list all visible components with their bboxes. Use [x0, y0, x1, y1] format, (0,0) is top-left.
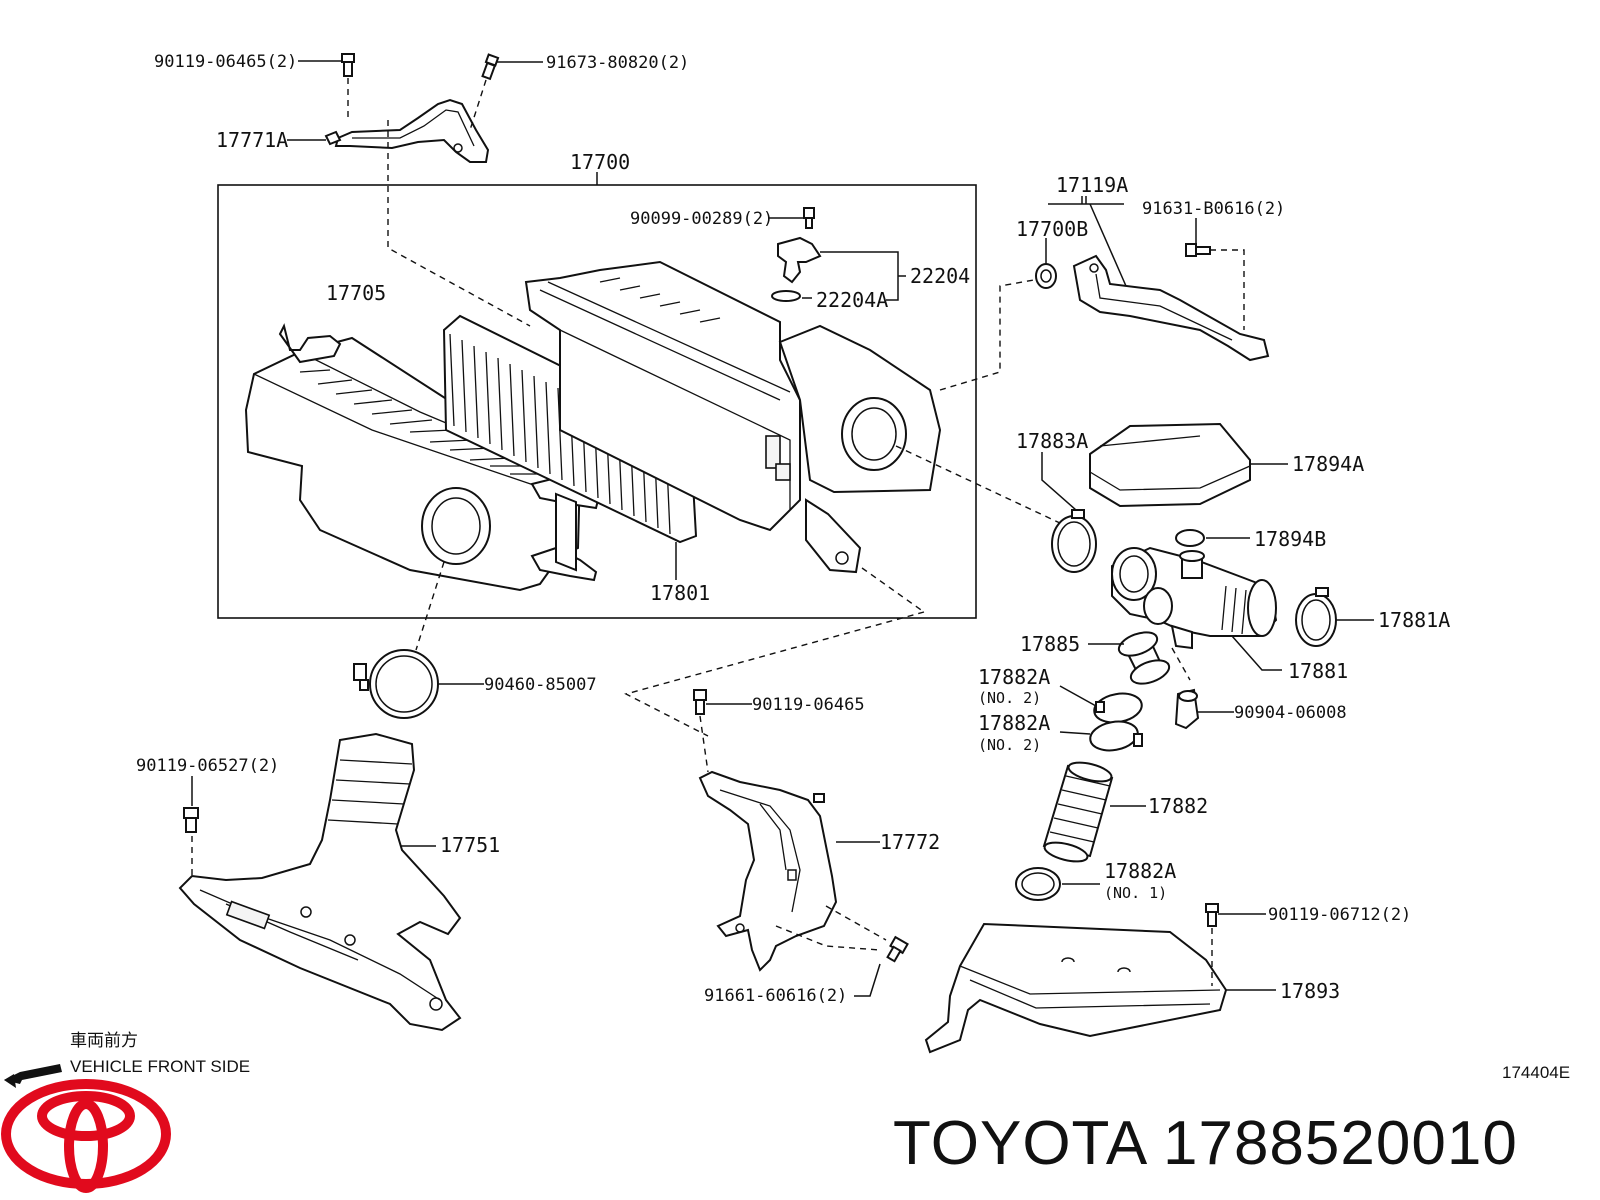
intake-hose-17881 — [1111, 546, 1278, 650]
bolt-90119-06465-top — [341, 53, 355, 77]
bolt-90119-06527 — [183, 807, 199, 833]
label-90099-00289-2: 90099-00289(2) — [630, 209, 773, 229]
label-91661-60616-2: 91661-60616(2) — [704, 986, 847, 1006]
label-90119-06712-2: 90119-06712(2) — [1268, 905, 1411, 925]
label-17882A-no2-a: 17882A — [978, 665, 1050, 689]
air-cleaner-cap — [524, 260, 942, 574]
brand-caption: TOYOTA 1788520010 — [893, 1109, 1518, 1178]
label-17119A: 17119A — [1056, 173, 1128, 197]
air-intake-duct-17751 — [178, 732, 462, 1032]
label-17893: 17893 — [1280, 979, 1340, 1003]
grommet-17700B — [1035, 263, 1057, 289]
bellows-hose-17882 — [1042, 761, 1114, 863]
label-17885: 17885 — [1020, 632, 1080, 656]
label-17882A-no1: 17882A — [1104, 859, 1176, 883]
label-90460-85007: 90460-85007 — [484, 675, 597, 695]
label-90119-06465-2: 90119-06465(2) — [154, 52, 297, 72]
label-22204: 22204 — [910, 264, 970, 288]
label-17771A: 17771A — [216, 128, 288, 152]
label-17772: 17772 — [880, 830, 940, 854]
connector-17885 — [1117, 631, 1171, 685]
label-17881A: 17881A — [1378, 608, 1450, 632]
toyota-logo — [1, 1079, 171, 1193]
direction-note-en: VEHICLE FRONT SIDE — [70, 1057, 250, 1076]
gasket-17894B — [1175, 529, 1205, 547]
note-no2-a: (NO. 2) — [978, 689, 1041, 707]
under-cover-17893 — [924, 922, 1228, 1054]
bolt-91673-80820 — [481, 53, 500, 81]
label-17883A: 17883A — [1016, 429, 1088, 453]
bolt-90119-06465-mid — [693, 689, 707, 715]
label-90119-06527-2: 90119-06527(2) — [136, 756, 279, 776]
label-17700: 17700 — [570, 150, 630, 174]
label-22204A: 22204A — [816, 288, 888, 312]
bolt-91631-B0616 — [1185, 243, 1211, 257]
label-17882: 17882 — [1148, 794, 1208, 818]
label-91631-B0616-2: 91631-B0616(2) — [1142, 199, 1285, 219]
bracket-17772 — [698, 770, 838, 972]
label-17894B: 17894B — [1254, 527, 1326, 551]
bracket-17119A — [1072, 254, 1270, 362]
label-91673-80820-2: 91673-80820(2) — [546, 53, 689, 73]
label-17882A-no2-b: 17882A — [978, 711, 1050, 735]
air-flow-meter-22204 — [771, 207, 822, 302]
diagram-code: 174404E — [1502, 1063, 1570, 1082]
bracket-17771A — [324, 98, 490, 163]
label-17751: 17751 — [440, 833, 500, 857]
clamp-17882A-no2-b — [1089, 720, 1139, 752]
note-no1: (NO. 1) — [1104, 884, 1167, 902]
label-90119-06465: 90119-06465 — [752, 695, 865, 715]
label-17700B: 17700B — [1016, 217, 1088, 241]
bolt-91661-60616 — [886, 935, 909, 963]
direction-note-jp: 車両前方 — [70, 1031, 138, 1050]
label-17894A: 17894A — [1292, 452, 1364, 476]
vacuum-valve-90904-06008 — [1174, 688, 1200, 730]
cover-17894A — [1089, 422, 1251, 508]
label-17881: 17881 — [1288, 659, 1348, 683]
label-17705: 17705 — [326, 281, 386, 305]
front-direction-arrow-icon — [4, 1064, 62, 1088]
note-no2-b: (NO. 2) — [978, 736, 1041, 754]
bolt-90119-06712 — [1205, 903, 1219, 927]
label-90904-06008: 90904-06008 — [1234, 703, 1347, 723]
clamp-90460-85007 — [369, 649, 439, 719]
label-17801: 17801 — [650, 581, 710, 605]
